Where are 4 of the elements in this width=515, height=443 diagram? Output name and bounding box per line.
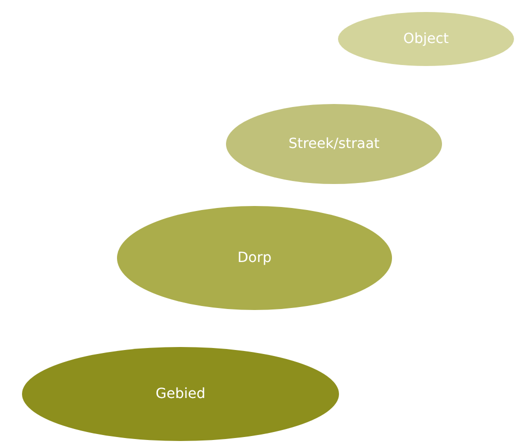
node-label: Dorp — [238, 250, 272, 266]
node-label: Gebied — [156, 386, 206, 402]
node-label: Object — [403, 31, 449, 47]
node-label: Streek/straat — [288, 136, 380, 152]
